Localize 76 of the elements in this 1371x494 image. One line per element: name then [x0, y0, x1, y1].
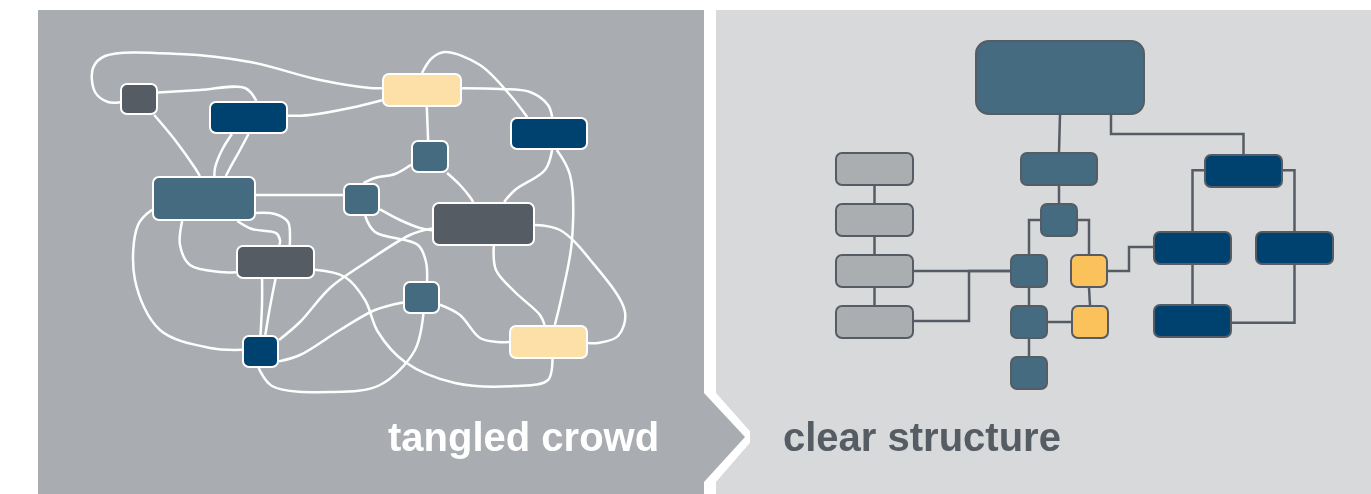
node-box [1255, 231, 1334, 265]
node-box [1153, 231, 1232, 265]
connector-line [914, 269, 1010, 323]
connector-line [259, 279, 264, 336]
connector-line [446, 172, 475, 203]
connector-line [503, 149, 554, 203]
panel [750, 10, 1371, 494]
connector-line [462, 87, 554, 118]
connector-line [379, 208, 433, 232]
connector-line [314, 268, 554, 388]
connector-line [1109, 115, 1245, 154]
connector-line [288, 99, 383, 118]
connector-line [873, 186, 876, 203]
connector-line [153, 114, 201, 177]
connector-line [131, 208, 242, 352]
node-box [975, 40, 1145, 115]
node-box [1040, 203, 1078, 237]
connector-line [873, 237, 876, 254]
node-box [120, 83, 158, 115]
connector-line [362, 163, 412, 185]
connector-line [90, 51, 382, 104]
connector-line [257, 313, 425, 394]
node-box [1020, 152, 1098, 186]
node-box [509, 325, 588, 359]
node-box [403, 281, 440, 314]
node-box [1070, 254, 1108, 288]
connector-line [1087, 287, 1092, 306]
connector-line [534, 223, 627, 345]
connector-line [1078, 218, 1091, 254]
node-box [835, 305, 914, 339]
connector-line [420, 50, 529, 118]
node-box [510, 117, 588, 150]
node-box [209, 101, 288, 134]
node-box [432, 202, 535, 246]
node-box [152, 176, 256, 221]
connector-line [873, 288, 876, 305]
panel [38, 10, 750, 494]
connector-line [553, 149, 575, 326]
connector-line [213, 133, 233, 176]
connector-line [255, 211, 292, 246]
panel-caption: clear structure [783, 415, 1061, 459]
node-box [343, 183, 380, 216]
node-box [242, 335, 279, 368]
connector-line [425, 106, 430, 141]
panel-caption: tangled crowd [388, 415, 660, 459]
connector-line [1048, 320, 1071, 324]
connector-line [1108, 245, 1153, 273]
connector-line [1057, 114, 1062, 153]
connector-line [1283, 169, 1296, 231]
node-box [1010, 254, 1048, 288]
connector-line [256, 193, 343, 197]
connector-line [492, 245, 546, 326]
node-box [236, 245, 315, 279]
node-box [835, 254, 914, 288]
connector-line [1027, 218, 1040, 254]
node-box [382, 73, 462, 107]
connector-line [1232, 265, 1296, 324]
connector-line [264, 278, 277, 336]
node-box [411, 140, 449, 173]
connector-line [178, 220, 237, 274]
node-box [1204, 154, 1283, 188]
connector-line [364, 215, 429, 282]
node-box [1010, 356, 1048, 390]
connector-line [236, 219, 282, 246]
connector-line [439, 303, 510, 344]
node-box [1010, 305, 1048, 339]
node-box [1071, 305, 1109, 339]
node-box [835, 152, 914, 186]
connector-line [157, 85, 258, 102]
connector-line [1191, 169, 1204, 231]
connector-line [224, 133, 250, 177]
connector-line [278, 301, 404, 363]
connector-line [1191, 265, 1194, 304]
node-box [1153, 304, 1232, 338]
node-box [835, 203, 914, 237]
connector-line [278, 227, 433, 341]
